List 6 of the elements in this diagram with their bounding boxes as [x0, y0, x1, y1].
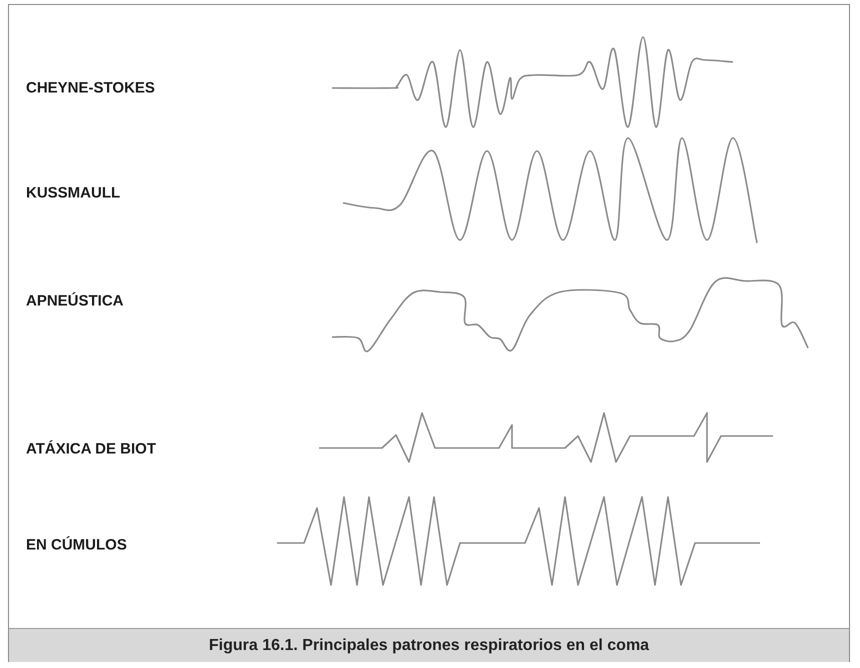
pattern-label: EN CÚMULOS	[26, 536, 127, 554]
pattern-label: CHEYNE-STOKES	[26, 80, 155, 96]
pattern-label: APNEÚSTICA	[26, 292, 124, 310]
pattern-label: KUSSMAULL	[26, 184, 120, 202]
figure-caption: Figura 16.1. Principales patrones respiratorios en el coma	[9, 628, 849, 662]
pattern-label: ATÁXICA DE BIOT	[26, 440, 156, 458]
